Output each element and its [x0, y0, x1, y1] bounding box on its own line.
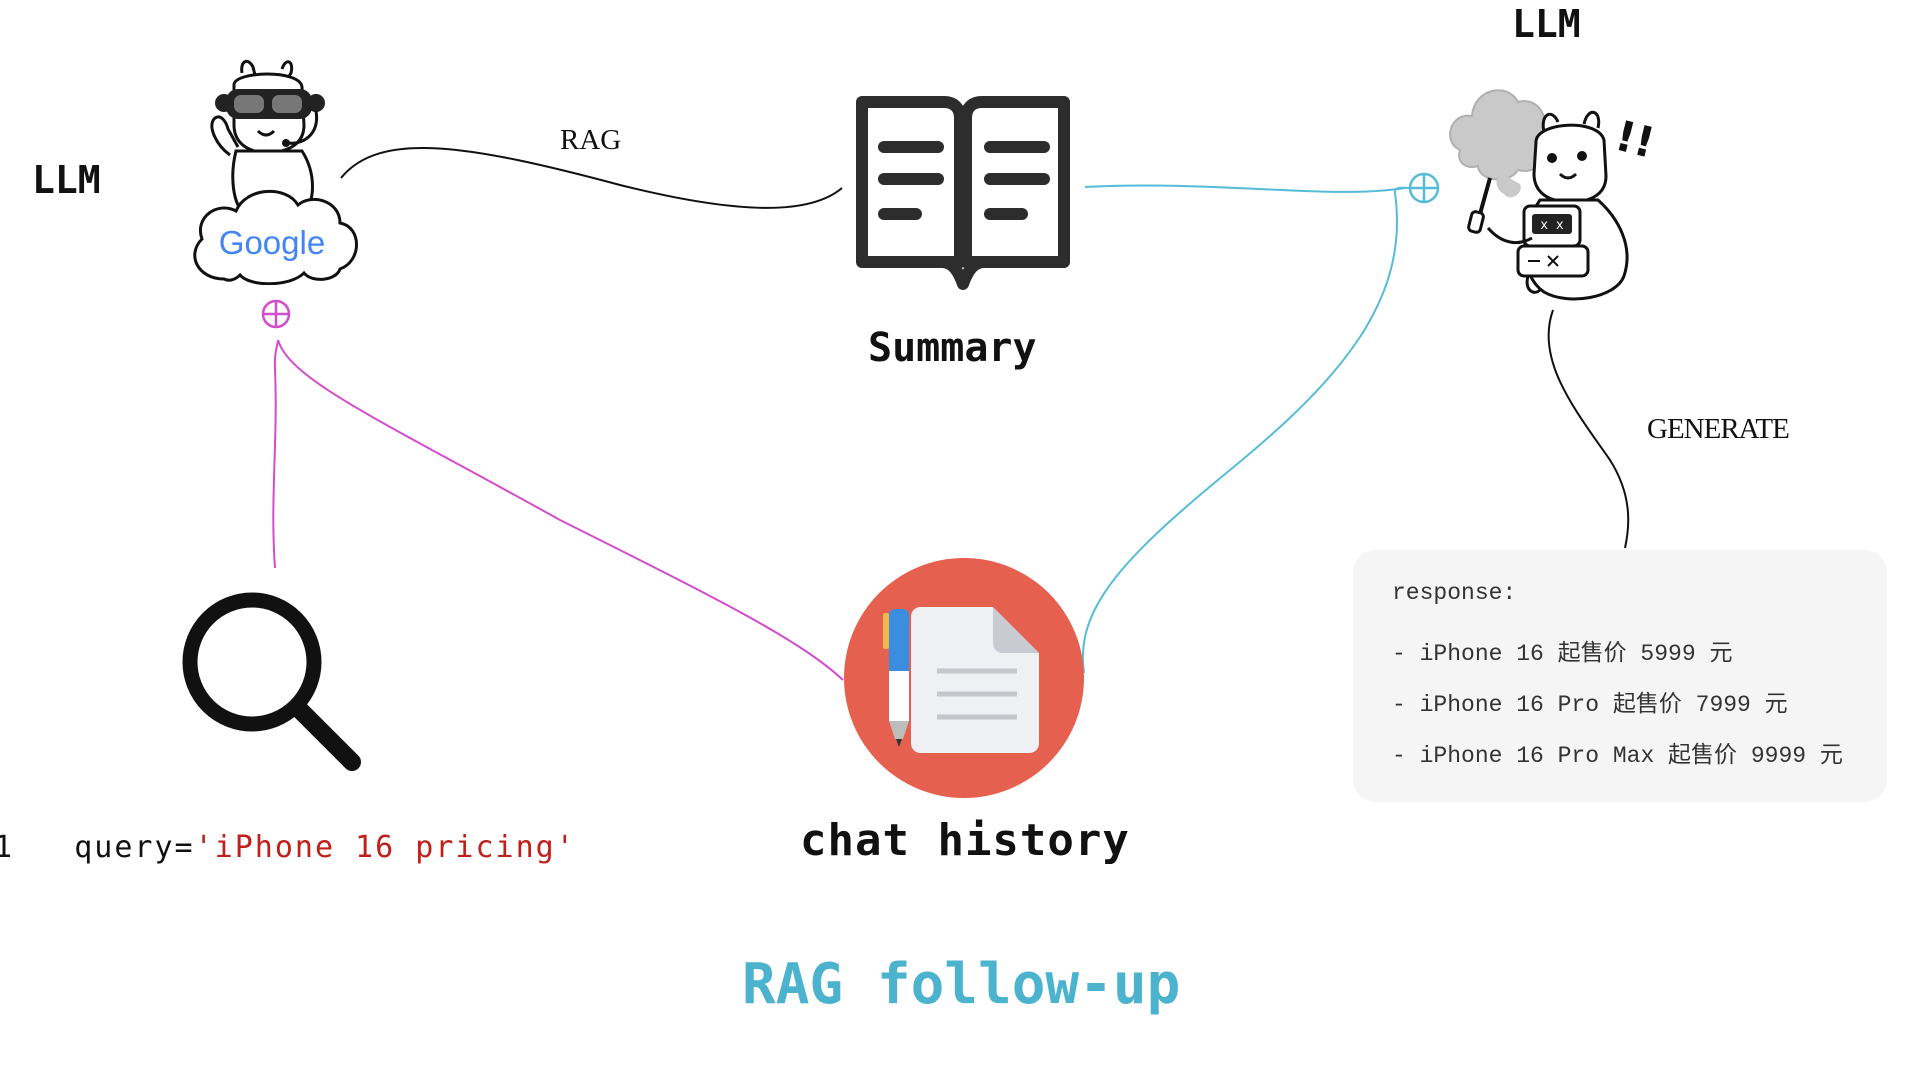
- plus-circle-icon: [1408, 172, 1440, 204]
- open-book-icon: [856, 96, 1070, 290]
- edge-chat-to-llm: [277, 339, 844, 681]
- llm-left-label: LLM: [32, 158, 101, 202]
- plus-circle-icon: [261, 299, 291, 329]
- query-prefix: query=: [74, 830, 195, 865]
- edge-search-to-llm: [272, 339, 279, 569]
- query-value: 'iPhone 16 pricing': [194, 830, 576, 865]
- llama-with-vr-headset-icon: Google: [193, 59, 358, 285]
- search-query: 1 query='iPhone 16 pricing': [0, 830, 576, 865]
- rag-edge-label: RAG: [560, 124, 622, 156]
- chat-history-label: chat history: [800, 815, 1130, 866]
- edge-summary-to-llm: [1084, 184, 1406, 193]
- summary-label: Summary: [868, 325, 1037, 371]
- generate-edge-label: GENERATE: [1647, 413, 1790, 445]
- document-with-pen-icon: [844, 558, 1084, 798]
- diagram-title: RAG follow-up: [742, 952, 1181, 1017]
- svg-text:x x: x x: [1540, 218, 1564, 233]
- edge-rag: [340, 146, 843, 209]
- response-card: response: - iPhone 16 起售价 5999 元 - iPhon…: [1353, 550, 1887, 802]
- response-line: - iPhone 16 Pro 起售价 7999 元: [1392, 692, 1788, 718]
- exclamation-marks: !!: [1611, 111, 1660, 168]
- edge-generate: [1547, 309, 1630, 549]
- google-cloud-icon: Google: [219, 224, 325, 261]
- edge-chat-to-right-llm: [1081, 186, 1411, 674]
- response-line: - iPhone 16 Pro Max 起售价 9999 元: [1392, 743, 1843, 769]
- llama-with-broken-robot-icon: !! x x: [1449, 89, 1660, 301]
- response-line: - iPhone 16 起售价 5999 元: [1392, 641, 1733, 667]
- magnifier-icon: [182, 592, 361, 771]
- query-left-fragment: 1: [0, 830, 15, 865]
- response-title: response:: [1392, 580, 1517, 606]
- llm-right-label: LLM: [1512, 2, 1581, 46]
